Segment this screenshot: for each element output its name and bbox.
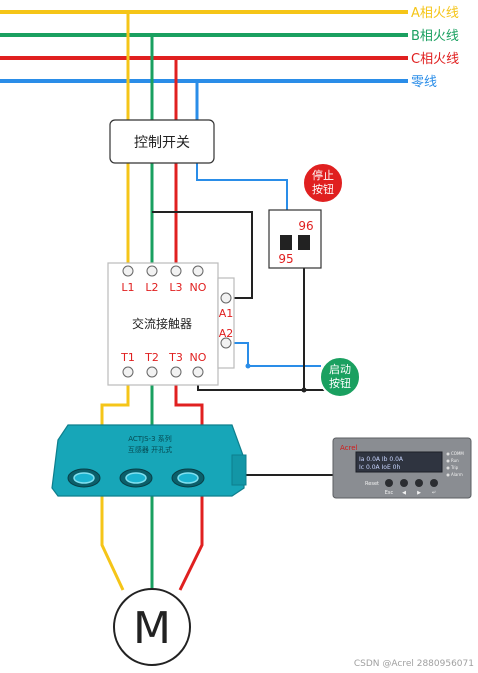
protector-display-row2: Ic 0.0A IoE 0h — [359, 464, 400, 471]
terminal-a2: A2 — [219, 327, 234, 340]
motor: M — [113, 588, 191, 666]
contactor-label: 交流接触器 — [132, 316, 192, 331]
esc-key-label: Esc — [385, 490, 394, 496]
right-key[interactable] — [415, 479, 423, 487]
right-key-label: ▶ — [417, 490, 421, 496]
motor-protector: Acrel Ia 0.0A Ib 0.0A Ic 0.0A IoE 0h COM… — [332, 437, 472, 499]
terminal-t3: T3 — [168, 351, 183, 364]
terminal-l3: L3 — [169, 281, 182, 294]
led-comm: COMM — [451, 451, 464, 456]
watermark: CSDN @Acrel 2880956071 — [354, 659, 474, 669]
terminal-no-top: NO — [190, 281, 207, 294]
terminal-l2: L2 — [145, 281, 158, 294]
protector-brand: Acrel — [340, 444, 358, 452]
stop-button-label-1: 停止 — [312, 168, 334, 182]
neutral-label: 零线 — [411, 75, 437, 90]
stop-button-block — [268, 209, 322, 269]
terminal-no-bottom: NO — [190, 351, 207, 364]
start-button-label-2: 按钮 — [329, 376, 351, 390]
enter-key[interactable] — [430, 479, 438, 487]
led-alarm: Alarm — [451, 472, 463, 477]
control-switch-label: 控制开关 — [134, 135, 190, 151]
stop-button-label-2: 按钮 — [312, 182, 334, 196]
protector-display-row1: Ia 0.0A Ib 0.0A — [359, 456, 404, 463]
current-transformer: ACTJS-3 系列 互感器 开孔式 — [51, 424, 247, 497]
led-trip: Trip — [450, 465, 459, 470]
start-button-label-1: 启动 — [329, 363, 351, 376]
bus-lines: A相火线 B相火线 C相火线 零线 — [0, 6, 459, 90]
phase-b-label: B相火线 — [411, 29, 459, 44]
terminal-t1: T1 — [120, 351, 135, 364]
phase-wires — [100, 12, 333, 591]
terminal-a1: A1 — [219, 307, 234, 320]
start-button: 启动 按钮 — [319, 356, 361, 398]
stop-terminal-96: 96 — [298, 219, 313, 233]
phase-c-label: C相火线 — [411, 52, 459, 67]
reset-key[interactable] — [385, 479, 393, 487]
enter-key-label: ↵ — [432, 490, 436, 496]
left-key[interactable] — [400, 479, 408, 487]
transformer-nameplate-1: ACTJS-3 系列 — [128, 434, 172, 443]
terminal-l1: L1 — [121, 281, 134, 294]
left-key-label: ◀ — [402, 490, 406, 496]
led-run: Run — [451, 458, 459, 463]
phase-a-label: A相火线 — [411, 6, 459, 21]
stop-button: 停止 按钮 96 95 — [268, 162, 344, 269]
transformer-nameplate-2: 互感器 开孔式 — [128, 445, 172, 454]
reset-key-label: Reset — [365, 481, 379, 487]
motor-label: M — [133, 603, 171, 654]
stop-terminal-95: 95 — [278, 252, 293, 266]
control-switch: 控制开关 — [109, 119, 215, 164]
contactor: L1 L2 L3 NO T1 T2 T3 NO A1 A2 交流接触器 — [107, 262, 235, 386]
terminal-t2: T2 — [144, 351, 159, 364]
